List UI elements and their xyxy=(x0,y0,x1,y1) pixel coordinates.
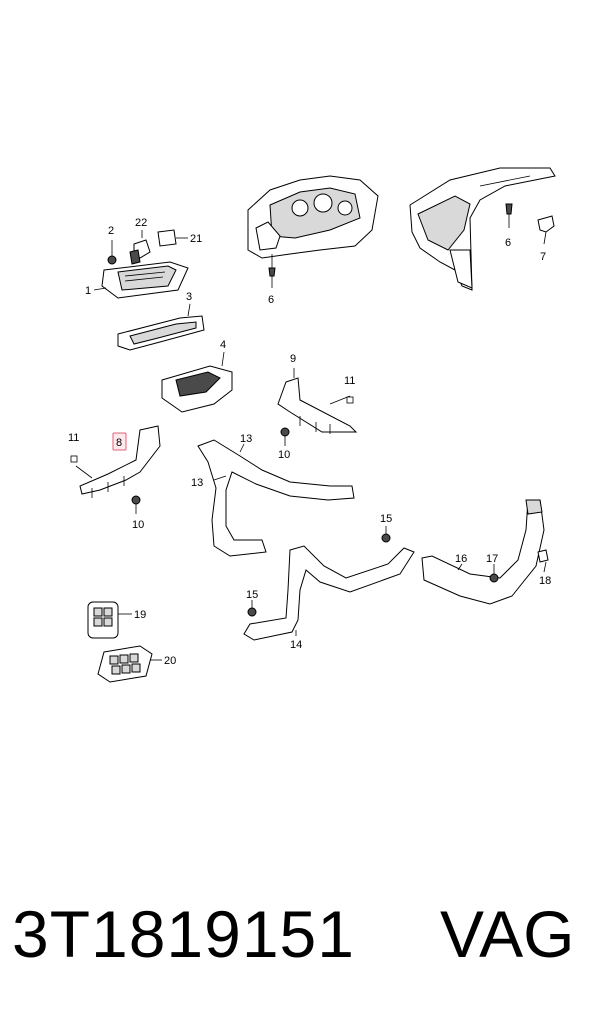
label-21: 21 xyxy=(190,233,202,245)
duct-9 xyxy=(277,368,358,434)
box-11-right xyxy=(346,396,354,404)
part-number: 3T1819151 xyxy=(12,897,355,971)
box-11-left xyxy=(70,455,78,463)
label-1: 1 xyxy=(85,285,91,297)
parts-diagram: 6 6 7 1 2 22 21 xyxy=(68,167,556,683)
label-2: 2 xyxy=(108,225,114,237)
clip-18 xyxy=(537,549,549,573)
label-3: 3 xyxy=(186,291,192,303)
screw-6-right xyxy=(505,203,513,228)
grille-20 xyxy=(97,645,162,683)
nut-15-right xyxy=(381,526,391,543)
label-15-right: 15 xyxy=(380,513,392,525)
label-6-left: 6 xyxy=(268,294,274,306)
footer: 3T1819151 VAG xyxy=(0,884,600,984)
label-10-left: 10 xyxy=(132,519,144,531)
connector-21 xyxy=(157,229,188,247)
label-4: 4 xyxy=(220,339,226,351)
nut-15-left xyxy=(247,600,257,617)
clip-7 xyxy=(537,215,555,245)
brand-name: VAG xyxy=(440,897,575,971)
dashboard-assembly xyxy=(247,175,379,268)
screw-17 xyxy=(489,564,499,583)
duct-14 xyxy=(243,545,415,641)
vent-grille-1 xyxy=(101,261,189,299)
highlight-box-8 xyxy=(112,432,127,451)
label-19: 19 xyxy=(134,609,146,621)
label-11-right: 11 xyxy=(344,375,355,387)
label-9: 9 xyxy=(290,353,296,365)
label-17: 17 xyxy=(486,553,498,565)
label-10-right: 10 xyxy=(278,449,290,461)
vent-housing-4 xyxy=(161,351,233,413)
label-22: 22 xyxy=(135,217,147,229)
label-14: 14 xyxy=(290,639,302,651)
grille-19 xyxy=(87,601,132,639)
label-8: 8 xyxy=(116,437,122,449)
duct-13 xyxy=(197,439,355,557)
label-13-left: 13 xyxy=(191,477,203,489)
duct-16 xyxy=(421,499,545,605)
body-structure xyxy=(409,167,556,291)
screw-6-left xyxy=(268,267,276,288)
label-16: 16 xyxy=(455,553,467,565)
label-6-right: 6 xyxy=(505,237,511,249)
screw-10-left xyxy=(131,495,141,514)
label-13-top: 13 xyxy=(240,433,252,445)
sensor-22 xyxy=(129,230,151,265)
label-18: 18 xyxy=(539,575,551,587)
screw-10-right xyxy=(280,427,290,446)
duct-8 xyxy=(79,425,161,498)
label-15-left: 15 xyxy=(246,589,258,601)
clip-2 xyxy=(107,240,117,265)
label-7: 7 xyxy=(540,251,546,263)
label-11-left: 11 xyxy=(68,432,79,444)
label-20: 20 xyxy=(164,655,176,667)
duct-3 xyxy=(117,303,205,351)
